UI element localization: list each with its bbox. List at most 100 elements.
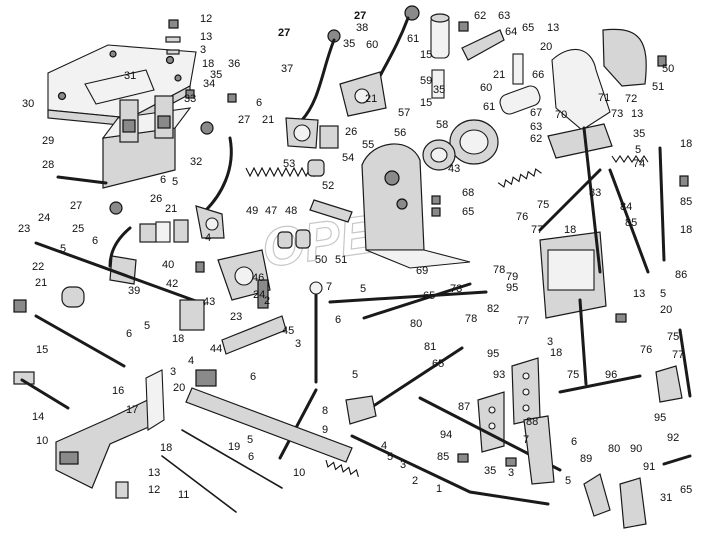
callout-label: 86 <box>675 269 687 281</box>
callout-label: 57 <box>398 107 410 119</box>
callout-label: 19 <box>228 441 240 453</box>
callout-label: 5 <box>60 243 66 255</box>
callout-label: 4 <box>188 355 194 367</box>
roller-67 <box>499 85 541 115</box>
callout-label: 6 <box>126 328 132 340</box>
bracket-block <box>101 95 192 189</box>
callout-label: 55 <box>362 139 374 151</box>
callout-label: 18 <box>550 347 562 359</box>
callout-label: 58 <box>436 119 448 131</box>
lever-88 <box>523 415 555 485</box>
callout-label: 27 <box>278 27 290 39</box>
callout-label: 3 <box>295 338 301 350</box>
callout-label: 18 <box>680 224 692 236</box>
callout-label: 2 <box>412 475 418 487</box>
callout-label: 77 <box>531 224 543 236</box>
callout-label: 72 <box>625 93 637 105</box>
callout-label: 60 <box>366 39 378 51</box>
callout-label: 35 <box>633 128 645 140</box>
callout-label: 9 <box>322 424 328 436</box>
callout-label: 71 <box>598 92 610 104</box>
callout-label: 6 <box>92 235 98 247</box>
callout-label: 15 <box>420 97 432 109</box>
callout-label: 68 <box>462 187 474 199</box>
callout-label: 17 <box>126 404 138 416</box>
callout-label: 21 <box>493 69 505 81</box>
callout-label: 50 <box>315 254 327 266</box>
callout-label: 5 <box>247 434 253 446</box>
callout-label: 31 <box>124 70 136 82</box>
callout-label: 26 <box>345 126 357 138</box>
housing-55 <box>361 143 471 269</box>
callout-label: 63 <box>498 10 510 22</box>
callout-label: 65 <box>462 206 474 218</box>
lever-bracket-46 <box>217 249 271 309</box>
callout-label: 18 <box>172 333 184 345</box>
callout-label: 62 <box>530 133 542 145</box>
callout-label: 6 <box>571 436 577 448</box>
callout-label: 18 <box>160 442 172 454</box>
lever-frame-right <box>538 126 666 319</box>
callout-label: 13 <box>633 288 645 300</box>
callout-label: 22 <box>32 261 44 273</box>
callout-label: 80 <box>608 443 620 455</box>
callout-label: 33 <box>184 93 196 105</box>
cover-72 <box>602 28 647 87</box>
callout-label: 75 <box>537 199 549 211</box>
bolt-16 <box>34 314 126 368</box>
callout-label: 43 <box>203 296 215 308</box>
callout-label: 95 <box>506 282 518 294</box>
callout-label: 21 <box>262 114 274 126</box>
callout-label: 70 <box>555 109 567 121</box>
callout-label: 4 <box>381 440 387 452</box>
callout-label: 88 <box>526 416 538 428</box>
bushing-48 <box>295 229 311 249</box>
callout-label: 60 <box>480 82 492 94</box>
callout-label: 73 <box>450 283 462 295</box>
callout-label: 3 <box>170 366 176 378</box>
callout-label: 20 <box>173 382 185 394</box>
callout-label: 89 <box>580 453 592 465</box>
callout-label: 61 <box>407 33 419 45</box>
callout-label: 14 <box>32 411 44 423</box>
rod-1 <box>350 434 550 506</box>
callout-label: 27 <box>70 200 82 212</box>
bushing-47 <box>277 231 293 249</box>
rod-77 <box>678 328 692 398</box>
callout-label: 78 <box>465 313 477 325</box>
callout-label: 85 <box>437 451 449 463</box>
block-42 <box>179 299 205 331</box>
bracket-76 <box>655 365 683 403</box>
pin-92 <box>662 454 692 466</box>
callout-label: 6 <box>335 314 341 326</box>
callout-label: 10 <box>293 467 305 479</box>
callout-label: 36 <box>228 58 240 70</box>
link-52 <box>309 199 353 223</box>
callout-label: 31 <box>660 492 672 504</box>
callout-label: 5 <box>565 475 571 487</box>
callout-label: 51 <box>652 81 664 93</box>
callout-label: 35 <box>343 38 355 50</box>
callout-label: 5 <box>360 283 366 295</box>
bar-9 <box>185 369 353 463</box>
callout-label: 21 <box>165 203 177 215</box>
callout-label: 10 <box>36 435 48 447</box>
callout-label: 18 <box>202 58 214 70</box>
callout-label: 5 <box>635 144 641 156</box>
callout-label: 23 <box>230 311 242 323</box>
callout-label: 5 <box>387 451 393 463</box>
callout-label: 37 <box>281 63 293 75</box>
callout-label: 27 <box>238 114 250 126</box>
callout-label: 65 <box>680 484 692 496</box>
spring-43 <box>497 168 542 188</box>
callout-label: 6 <box>250 371 256 383</box>
rod-11 <box>161 455 237 513</box>
clamp-58 <box>422 119 499 171</box>
callout-label: 47 <box>265 205 277 217</box>
callout-label: 53 <box>283 158 295 170</box>
callout-label: 76 <box>516 211 528 223</box>
callout-label: 51 <box>335 254 347 266</box>
callout-label: 4 <box>205 232 211 244</box>
callout-label: 66 <box>532 69 544 81</box>
